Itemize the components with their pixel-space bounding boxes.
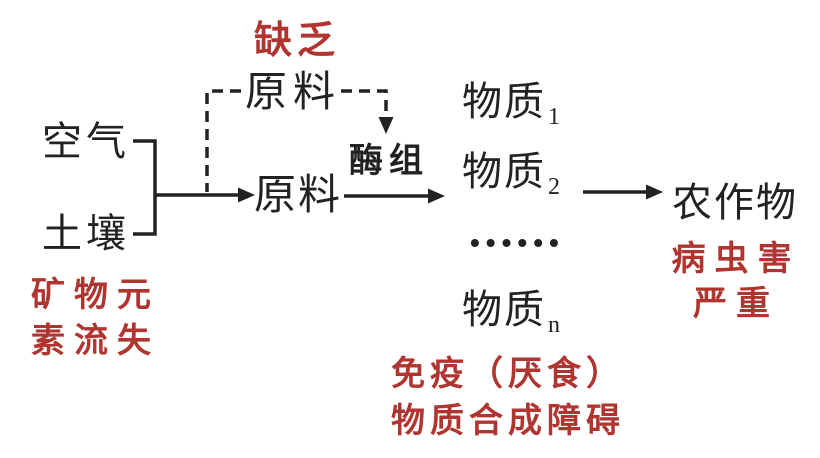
- air-soil-bracket: [133, 139, 157, 236]
- immune-line1: 免疫（厌食）: [391, 355, 625, 393]
- substance-n-subscript: n: [548, 312, 560, 338]
- arrow-enzyme-head: [428, 188, 445, 204]
- substance-2-base: 物质: [462, 150, 546, 194]
- dashed-bypass-left: [205, 89, 241, 192]
- substance-1-subscript: 1: [548, 104, 560, 130]
- immune-line2: 物质合成障碍: [391, 402, 625, 440]
- substance-1-base: 物质: [462, 80, 546, 124]
- node-substance-2: 物质2: [462, 150, 560, 200]
- node-substance-1: 物质1: [462, 80, 560, 130]
- annotation-mineral-loss: 矿物元 素流失: [31, 272, 160, 364]
- substance-2-subscript: 2: [548, 174, 560, 200]
- node-enzyme-group: 酶组: [349, 142, 429, 180]
- mineral-loss-line2: 素流失: [31, 322, 160, 360]
- arrow-main-head: [238, 187, 255, 203]
- node-air: 空气: [42, 120, 130, 164]
- substance-n-base: 物质: [462, 288, 546, 332]
- pest-line1: 病虫害: [671, 240, 801, 278]
- annotation-pest-damage: 病虫害 严重: [656, 237, 816, 327]
- node-raw-material-deficient: 原料: [245, 68, 342, 115]
- dashed-bypass-arrowhead: [378, 117, 394, 134]
- node-soil: 土壤: [42, 212, 130, 256]
- pest-line2: 严重: [693, 285, 779, 323]
- annotation-deficiency: 缺乏: [254, 20, 341, 62]
- node-crops: 农作物: [672, 181, 798, 225]
- dashed-bypass-right: [341, 89, 388, 117]
- arrow-crops-head: [646, 184, 663, 200]
- mineral-loss-line1: 矿物元: [31, 276, 160, 314]
- annotation-immune-synthesis: 免疫（厌食） 物质合成障碍: [391, 351, 625, 445]
- node-raw-material: 原料: [254, 171, 343, 218]
- substance-ellipsis-dots: ••••••: [470, 227, 565, 258]
- node-substance-n: 物质n: [462, 288, 560, 338]
